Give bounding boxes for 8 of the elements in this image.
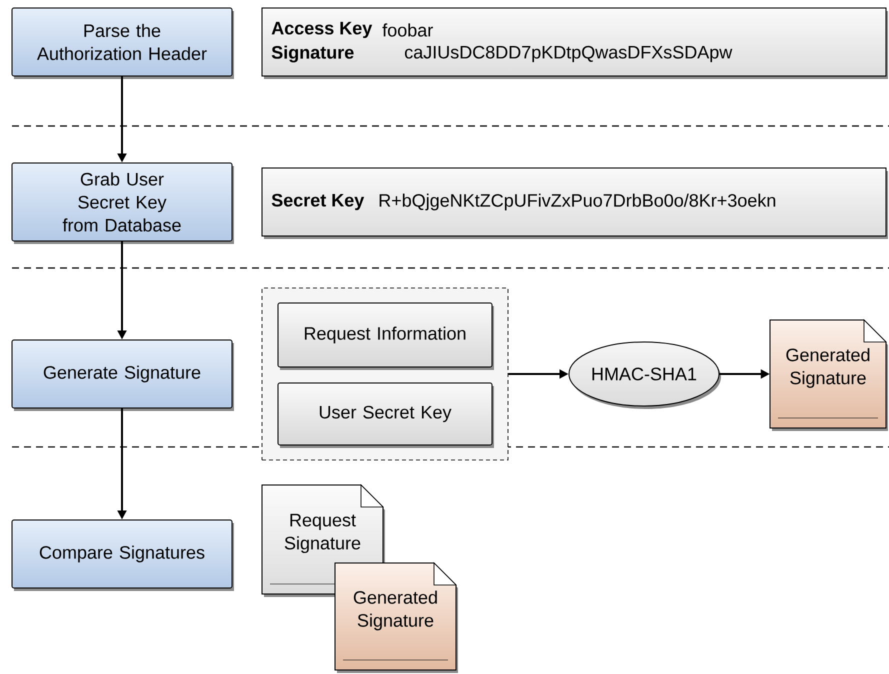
process-box: Compare Signatures [12,520,234,591]
input-box: Request Information [278,302,494,370]
input-box: User Secret Key [278,382,494,448]
info-panel: Access Key foobar Signature caJIUsDC8DD7pKDtpQwasDFXsSDApw [262,8,888,79]
info-panel: Secret Key R+bQjgeNKtZCpUFivZxPuo7DrbBo0o/8Kr+3oekn [262,168,888,239]
process-box: Grab User Secret Key from Database [12,162,234,244]
process-box: Generate Signature [12,340,234,411]
process-box: Parse the Authorization Header [12,8,234,79]
